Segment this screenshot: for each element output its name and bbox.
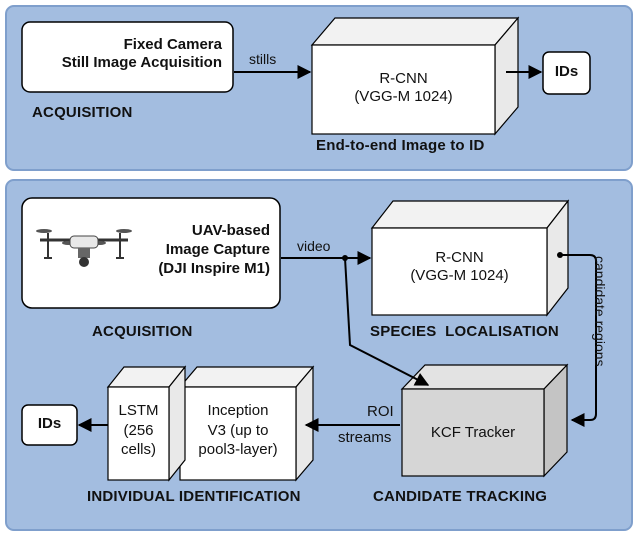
roi-label: ROI <box>367 403 394 420</box>
acquisition-label-top: ACQUISITION <box>32 104 133 121</box>
lstm-label: LSTM (256 cells) <box>118 402 159 458</box>
inception-label: Inception V3 (up to pool3-layer) <box>198 402 278 458</box>
uav-capture-box <box>21 197 281 309</box>
kcf-tracker-label: KCF Tracker <box>430 424 516 441</box>
end-to-end-label: End-to-end Image to ID <box>316 137 485 154</box>
rcnn-label-top: R-CNN (VGG-M 1024) <box>354 70 453 105</box>
video-to-kcf-arrow <box>344 257 430 386</box>
ids-label-bottom: IDs <box>37 415 62 432</box>
species-localisation-label: SPECIES LOCALISATION <box>370 323 559 340</box>
fixed-camera-label: Fixed Camera Still Image Acquisition <box>61 36 222 71</box>
rcnn-label-bottom: R-CNN (VGG-M 1024) <box>410 249 509 284</box>
streams-label: streams <box>338 429 392 446</box>
candidate-regions-arrow <box>560 254 597 427</box>
candidate-tracking-label: CANDIDATE TRACKING <box>373 488 548 505</box>
individual-identification-label: INDIVIDUAL IDENTIFICATION <box>87 488 301 505</box>
lstm-box <box>106 365 187 482</box>
rcnn-box-bottom <box>370 199 570 317</box>
rcnn-box-top <box>310 16 520 136</box>
kcf-tracker-box <box>400 363 569 478</box>
drone-icon <box>36 229 132 267</box>
candidate-regions-label: candidate regions <box>592 256 608 367</box>
video-label: video <box>297 238 331 254</box>
inception-box <box>178 365 315 482</box>
ids-label-top: IDs <box>554 63 579 80</box>
fixed-camera-box <box>21 21 234 93</box>
acquisition-label-bottom: ACQUISITION <box>92 323 193 340</box>
stills-label: stills <box>249 51 277 67</box>
ids-box-bottom <box>21 404 78 446</box>
ids-box-top <box>542 51 591 95</box>
uav-capture-label: UAV-based Image Capture (DJI Inspire M1) <box>158 222 270 277</box>
